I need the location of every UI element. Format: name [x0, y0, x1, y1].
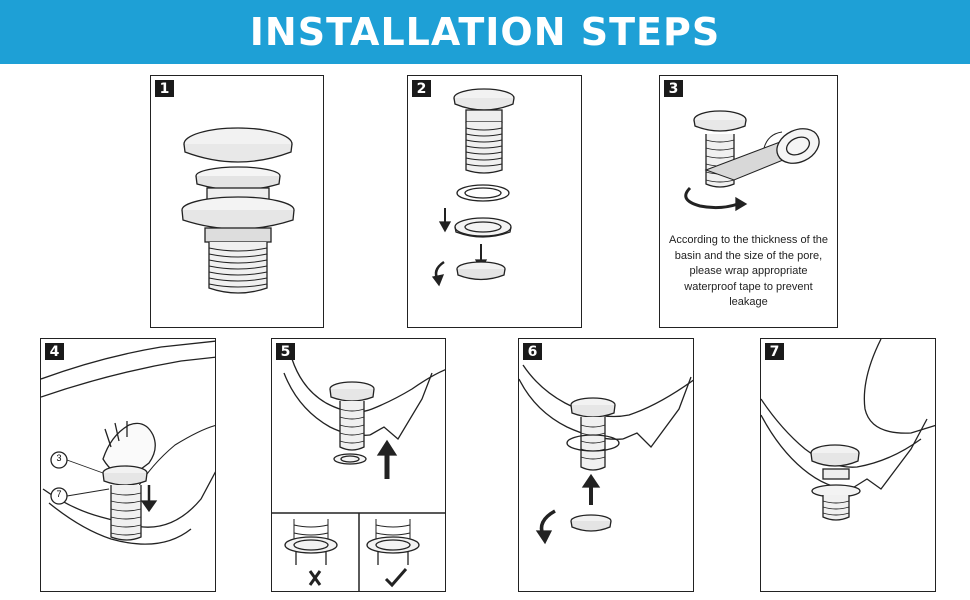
step-7-panel: 7 — [760, 338, 936, 592]
pop-up-drain-illustration — [151, 76, 324, 328]
drain-exploded-illustration — [408, 76, 582, 328]
installed-drain-illustration — [761, 339, 936, 592]
callout-label: 3 — [55, 453, 63, 463]
step-number-badge: 6 — [523, 343, 542, 360]
step-6-panel: 6 — [518, 338, 694, 592]
step-2-panel: 2 — [407, 75, 582, 328]
step-number-badge: 7 — [765, 343, 784, 360]
page-title: INSTALLATION STEPS — [250, 10, 720, 54]
step-number-badge: 3 — [664, 80, 683, 97]
step-number-badge: 5 — [276, 343, 295, 360]
step-number-badge: 2 — [412, 80, 431, 97]
drain-insert-gasket-illustration — [272, 339, 446, 592]
step-5-panel: 5 — [271, 338, 446, 592]
hand-inserting-drain-illustration — [41, 339, 216, 592]
step-1-panel: 1 — [150, 75, 324, 328]
callout-label: 7 — [55, 489, 63, 499]
step-number-badge: 4 — [45, 343, 64, 360]
header-banner: INSTALLATION STEPS — [0, 0, 970, 64]
step-3-panel: 3 According to the thickness of the basi… — [659, 75, 838, 328]
step-4-panel: 4 3 7 — [40, 338, 216, 592]
step-number-badge: 1 — [155, 80, 174, 97]
tighten-nut-illustration — [519, 339, 694, 592]
tape-instruction-note: According to the thickness of the basin … — [668, 233, 829, 311]
